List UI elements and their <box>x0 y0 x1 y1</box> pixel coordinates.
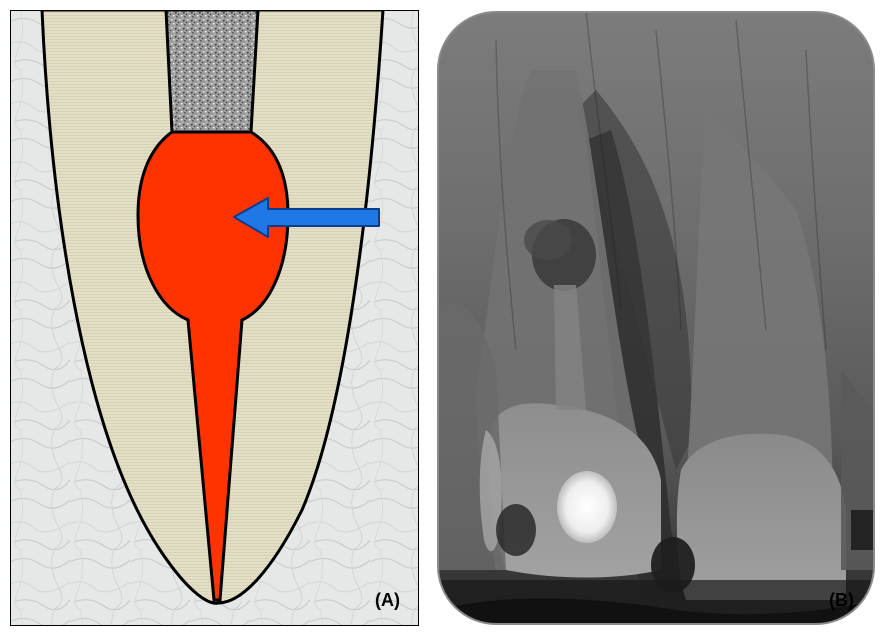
panel-b-label: (B) <box>829 590 854 611</box>
tooth-diagram <box>10 10 419 626</box>
radiograph-image <box>436 10 876 626</box>
panel-a-label: (A) <box>375 590 400 611</box>
panel-b-radiograph <box>436 10 876 626</box>
panel-a-diagram <box>10 10 419 626</box>
right-crown <box>677 434 846 600</box>
restoration-radiopaque <box>557 471 617 543</box>
canal-filling <box>166 10 258 132</box>
